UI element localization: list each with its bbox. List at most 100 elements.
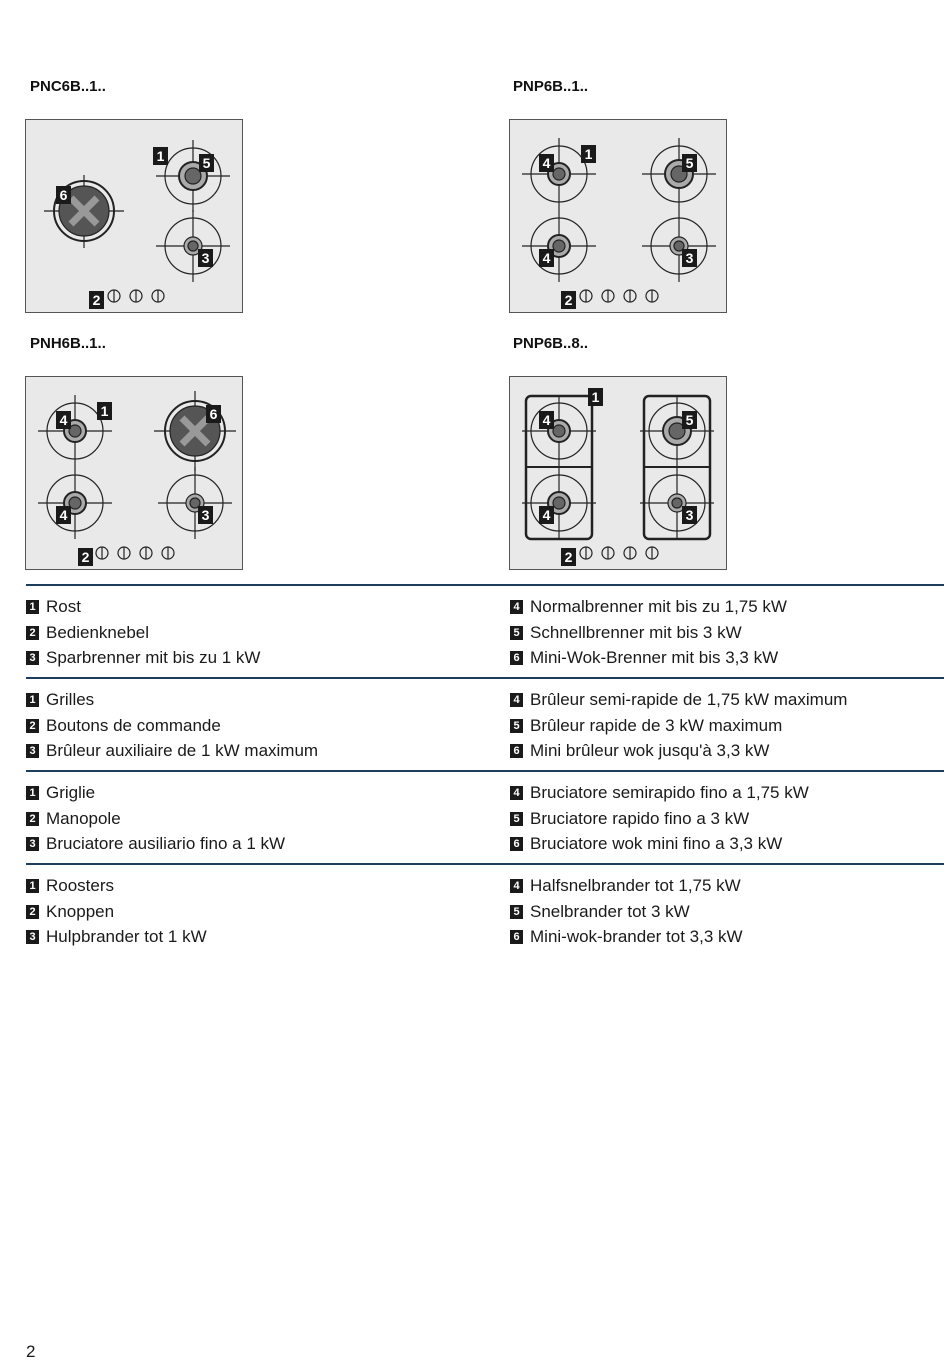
legend-item: 5 Schnellbrenner mit bis 3 kW	[510, 620, 787, 646]
hob-tag: 4	[543, 507, 551, 523]
legend-text: Snelbrander tot 3 kW	[530, 901, 690, 921]
legend-item: 2 Knoppen	[26, 899, 207, 925]
legend-number: 4	[510, 878, 523, 893]
hob-tag: 3	[686, 250, 694, 266]
legend-number: 1	[26, 785, 39, 800]
legend-text: Normalbrenner mit bis zu 1,75 kW	[530, 596, 787, 616]
hob-tag: 2	[565, 549, 573, 565]
hob-tag: 3	[202, 250, 210, 266]
hob-diagram-pnh6b1: 4 1 6 4 3 2	[25, 376, 243, 570]
legend-item: 1 Grilles	[26, 687, 318, 713]
legend-number: 5	[510, 811, 523, 826]
hob-diagram-pnc6b1: 6 1 5 3 2	[25, 119, 243, 313]
hob-tag: 4	[543, 155, 551, 171]
hob-tag: 4	[543, 250, 551, 266]
legend-number: 4	[510, 599, 523, 614]
legend-text: Bruciatore wok mini fino a 3,3 kW	[530, 834, 783, 854]
hob-tag: 1	[585, 146, 593, 162]
model-label-pnc6b1: PNC6B..1..	[30, 78, 106, 95]
legend-text: Grilles	[46, 689, 95, 709]
legend-item: 6 Mini-wok-brander tot 3,3 kW	[510, 924, 743, 950]
hob-tag: 6	[210, 406, 218, 422]
model-label-pnp6b1: PNP6B..1..	[513, 78, 589, 95]
legend-number: 3	[26, 930, 39, 945]
legend-text: Bruciatore semirapido fino a 1,75 kW	[530, 782, 809, 802]
legend-text: Schnellbrenner mit bis 3 kW	[530, 622, 742, 642]
legend-number: 6	[510, 837, 523, 852]
legend-text: Roosters	[46, 875, 115, 895]
legend-item: 6 Mini brûleur wok jusqu'à 3,3 kW	[510, 738, 847, 764]
hob-tag: 1	[101, 403, 109, 419]
legend-number: 6	[510, 744, 523, 759]
legend-text: Sparbrenner mit bis zu 1 kW	[46, 648, 261, 668]
legend-number: 3	[26, 744, 39, 759]
legend-text: Griglie	[46, 782, 96, 802]
legend-item: 1 Roosters	[26, 873, 207, 899]
legend-text: Brûleur auxiliaire de 1 kW maximum	[46, 741, 319, 761]
legend-text: Boutons de commande	[46, 715, 221, 735]
legend-text: Bruciatore rapido fino a 3 kW	[530, 808, 750, 828]
legend-item: 5 Brûleur rapide de 3 kW maximum	[510, 713, 847, 739]
legend-number: 2	[26, 625, 39, 640]
legend-number: 5	[510, 625, 523, 640]
legend-item: 5 Snelbrander tot 3 kW	[510, 899, 743, 925]
legend-number: 2	[26, 718, 39, 733]
legend-section-fr: 1 Grilles 2 Boutons de commande 3 Brûleur a…	[26, 677, 944, 772]
legend-number: 6	[510, 651, 523, 666]
legend-text: Hulpbrander tot 1 kW	[46, 927, 207, 947]
hob-tag: 1	[157, 148, 165, 164]
legend-item: 1 Griglie	[26, 780, 285, 806]
legend-item: 1 Rost	[26, 594, 260, 620]
legend-item: 3 Brûleur auxiliaire de 1 kW maximum	[26, 738, 318, 764]
hob-tag: 3	[686, 507, 694, 523]
hob-tag: 2	[93, 292, 101, 308]
legend-number: 3	[26, 651, 39, 666]
hob-tag: 5	[686, 412, 694, 428]
legend-text: Halfsnelbrander tot 1,75 kW	[530, 875, 741, 895]
page-number: 2	[26, 1342, 36, 1361]
model-label-pnp6b8: PNP6B..8..	[513, 335, 589, 352]
legend-text: Mini-wok-brander tot 3,3 kW	[530, 927, 743, 947]
model-label-pnh6b1: PNH6B..1..	[30, 335, 106, 352]
legend-number: 6	[510, 930, 523, 945]
hob-diagram-pnp6b1: 4 1 5 4 3 2	[509, 119, 727, 313]
legend-item: 4 Normalbrenner mit bis zu 1,75 kW	[510, 594, 787, 620]
hob-tag: 4	[60, 507, 68, 523]
hob-tag: 5	[686, 155, 694, 171]
legend-text: Brûleur rapide de 3 kW maximum	[530, 715, 783, 735]
legend-number: 5	[510, 904, 523, 919]
legend-number: 1	[26, 878, 39, 893]
legend-number: 4	[510, 785, 523, 800]
hob-tag: 6	[60, 187, 68, 203]
hob-tag: 5	[203, 155, 211, 171]
legend-text: Bruciatore ausiliario fino a 1 kW	[46, 834, 286, 854]
legend-number: 2	[26, 904, 39, 919]
legend-section-nl: 1 Roosters 2 Knoppen 3 Hulpbrander tot 1 kW…	[26, 863, 944, 958]
hob-tag: 2	[565, 292, 573, 308]
legend-text: Brûleur semi-rapide de 1,75 kW maximum	[530, 689, 848, 709]
hob-tag: 1	[592, 389, 600, 405]
hob-diagram-pnp6b8: 1 4 5 4 3 2	[509, 376, 727, 570]
legend-item: 3 Hulpbrander tot 1 kW	[26, 924, 207, 950]
legend-number: 1	[26, 692, 39, 707]
legend-text: Rost	[46, 596, 81, 616]
hob-tag: 2	[82, 549, 90, 565]
hob-tag: 3	[202, 507, 210, 523]
hob-tag: 4	[543, 412, 551, 428]
legend-item: 5 Bruciatore rapido fino a 3 kW	[510, 806, 809, 832]
legend-number: 5	[510, 718, 523, 733]
legend-item: 3 Sparbrenner mit bis zu 1 kW	[26, 645, 260, 671]
legend-item: 6 Bruciatore wok mini fino a 3,3 kW	[510, 831, 809, 857]
legend-text: Mini-Wok-Brenner mit bis 3,3 kW	[530, 648, 779, 668]
legend-text: Mini brûleur wok jusqu'à 3,3 kW	[530, 741, 770, 761]
legend-item: 6 Mini-Wok-Brenner mit bis 3,3 kW	[510, 645, 787, 671]
legend-number: 1	[26, 599, 39, 614]
legend-text: Knoppen	[46, 901, 115, 921]
legend-number: 2	[26, 811, 39, 826]
